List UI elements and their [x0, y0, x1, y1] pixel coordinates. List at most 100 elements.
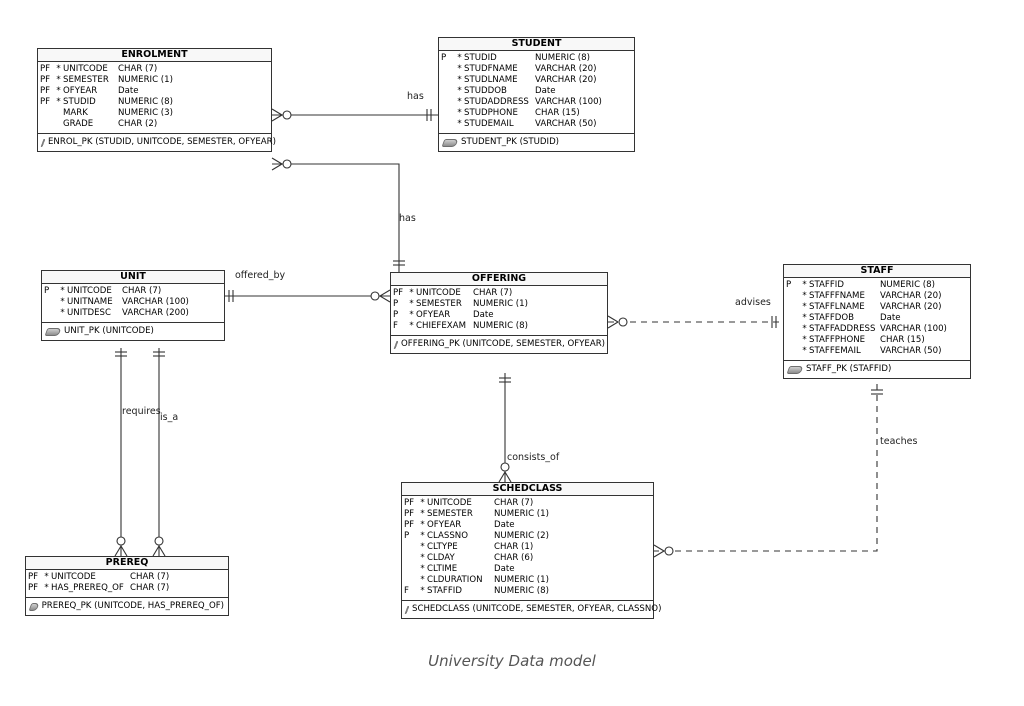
column-mandatory-marker: * [802, 324, 807, 334]
column-name: CLDURATION [427, 575, 483, 585]
column-mandatory-marker: * [802, 313, 807, 323]
relationship-unit-offering [225, 289, 391, 303]
entity-title: OFFERING [391, 273, 607, 286]
column-type: VARCHAR (100) [122, 297, 189, 307]
column-key-flag [784, 346, 800, 357]
column-name: STUDADDRESS [464, 97, 529, 107]
column-key-flag [439, 108, 455, 119]
column-key-flag [402, 564, 418, 575]
column-key-flag [38, 108, 54, 119]
column-key-flag [784, 335, 800, 346]
column-type: VARCHAR (20) [535, 75, 597, 85]
column-mandatory-marker: * [56, 86, 61, 96]
relationship-label-consists-of: consists_of [507, 452, 560, 463]
key-icon [28, 602, 40, 611]
column-key-flag [439, 75, 455, 86]
primary-key-label: PREREQ_PK (UNITCODE, HAS_PREREQ_OF) [41, 601, 224, 611]
entity-primary-key: STAFF_PK (STAFFID) [784, 361, 970, 378]
column-mandatory-marker: * [409, 288, 414, 298]
column-mandatory-marker: * [56, 64, 61, 74]
column-mandatory-marker: * [420, 586, 425, 596]
entity-title: SCHEDCLASS [402, 483, 653, 496]
column-type: NUMERIC (8) [494, 586, 549, 596]
column-key-flag [439, 119, 455, 130]
column-key-flag: PF [393, 288, 404, 298]
column-type: VARCHAR (50) [880, 346, 942, 356]
relationship-unit-prereq-is-a [152, 348, 166, 557]
column-mandatory-marker: * [60, 308, 65, 318]
column-type: CHAR (15) [535, 108, 580, 118]
entity-title: PREREQ [26, 557, 228, 570]
column-mandatory-marker: * [420, 531, 425, 541]
column-key-flag: PF [28, 572, 39, 582]
column-type: NUMERIC (8) [880, 280, 935, 290]
column-mandatory-marker: * [457, 97, 462, 107]
relationship-label-has: has [407, 91, 424, 102]
column-name: UNITNAME [67, 297, 113, 307]
column-name: OFYEAR [416, 310, 451, 320]
entity-primary-key: PREREQ_PK (UNITCODE, HAS_PREREQ_OF) [26, 598, 228, 615]
relationship-staff-offering [607, 315, 783, 329]
entity-primary-key: STUDENT_PK (STUDID) [439, 134, 634, 151]
column-name: CHIEFEXAM [416, 321, 466, 331]
column-name: HAS_PREREQ_OF [51, 583, 124, 593]
column-mandatory-marker: * [44, 572, 49, 582]
relationship-label-has: has [399, 213, 416, 224]
column-key-flag [402, 575, 418, 586]
column-name: CLTYPE [427, 542, 458, 552]
column-type: CHAR (7) [130, 572, 170, 582]
column-type: CHAR (15) [880, 335, 925, 345]
column-key-flag [402, 553, 418, 564]
column-name: STUDID [464, 53, 497, 63]
column-key-flag [784, 313, 800, 324]
column-type: NUMERIC (1) [494, 575, 549, 585]
